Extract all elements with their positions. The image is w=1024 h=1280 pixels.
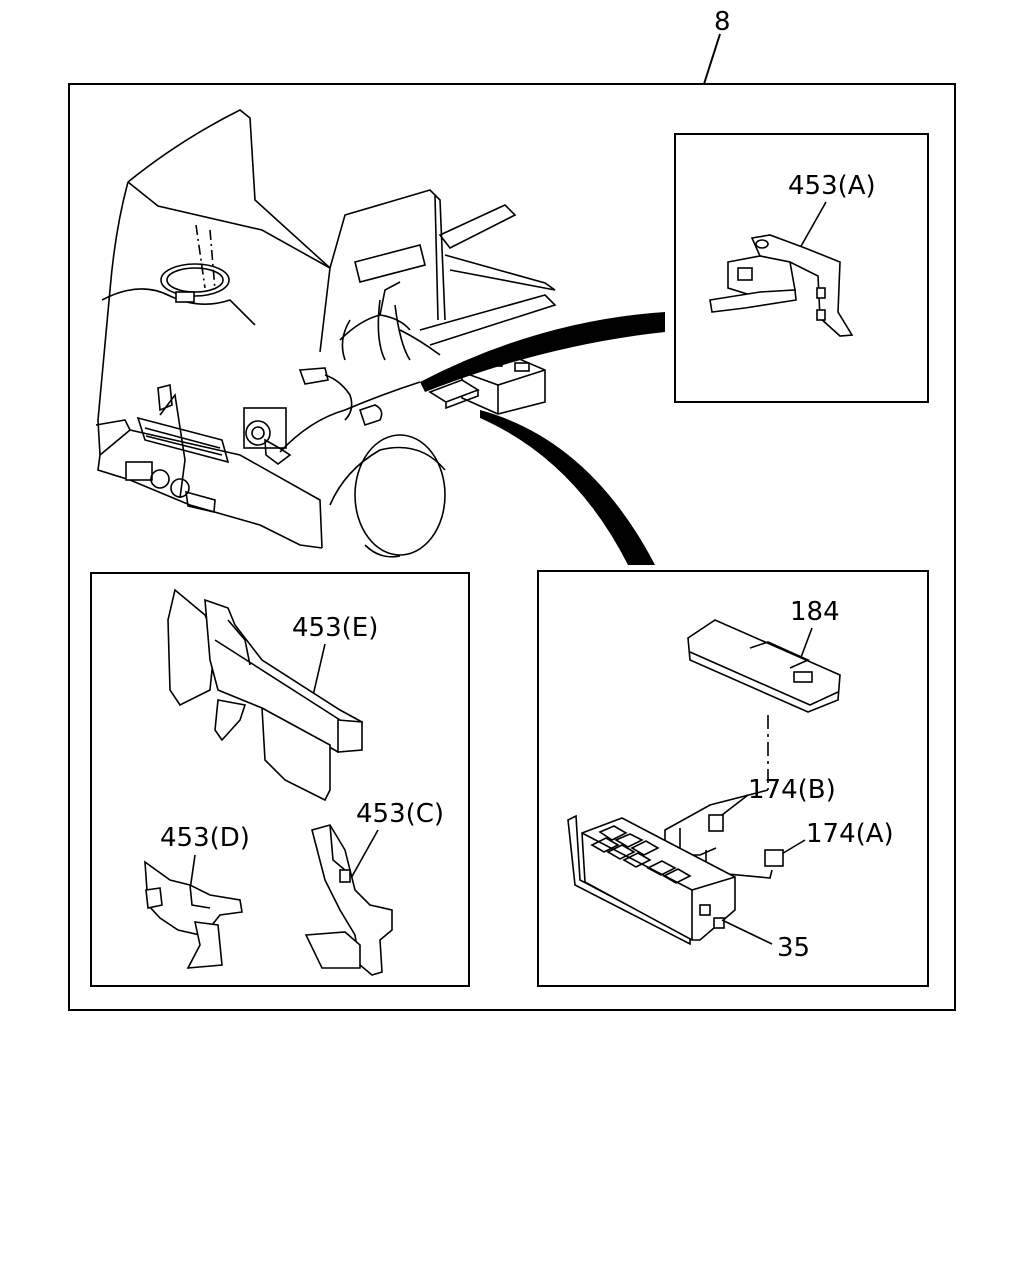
relay-b-part <box>708 814 724 832</box>
relay-a-part <box>764 849 784 867</box>
callout-bracket-c: 453(C) <box>356 799 444 829</box>
bracket-a-part <box>709 234 854 337</box>
bracket-c-part <box>304 824 393 976</box>
leader-bracket-a <box>799 201 827 249</box>
truck-cab-illustration <box>95 109 557 558</box>
bracket-d-part <box>144 860 243 969</box>
pointer-arrow-upper <box>420 312 665 392</box>
callout-bracket-d: 453(D) <box>160 823 250 853</box>
leader-bracket-d <box>189 854 196 891</box>
leader-bracket-e <box>311 643 326 701</box>
callout-bracket-e: 453(E) <box>292 613 378 643</box>
leader-relay-a <box>779 839 806 856</box>
main-frame <box>68 83 956 1011</box>
callout-relay-box: 35 <box>777 933 810 963</box>
leader-cover <box>799 627 813 661</box>
callout-relay-b: 174(B) <box>748 775 836 805</box>
leader-harness <box>703 33 721 85</box>
pointer-arrow-lower <box>480 410 655 565</box>
callout-relay-a: 174(A) <box>806 819 894 849</box>
callout-cover: 184 <box>790 597 840 627</box>
relay-box-35-part <box>567 814 736 946</box>
callout-harness: 8 <box>714 7 731 37</box>
leader-bracket-c <box>349 829 379 881</box>
inset-relay-box <box>537 570 929 987</box>
callout-bracket-a: 453(A) <box>788 171 876 201</box>
leader-relay-box <box>721 919 773 945</box>
inset-brackets-cde <box>90 572 470 987</box>
bracket-e-part <box>167 588 363 802</box>
inset-bracket-a <box>674 133 929 403</box>
leader-relay-b <box>721 794 749 816</box>
relay-box-cover <box>687 619 841 713</box>
